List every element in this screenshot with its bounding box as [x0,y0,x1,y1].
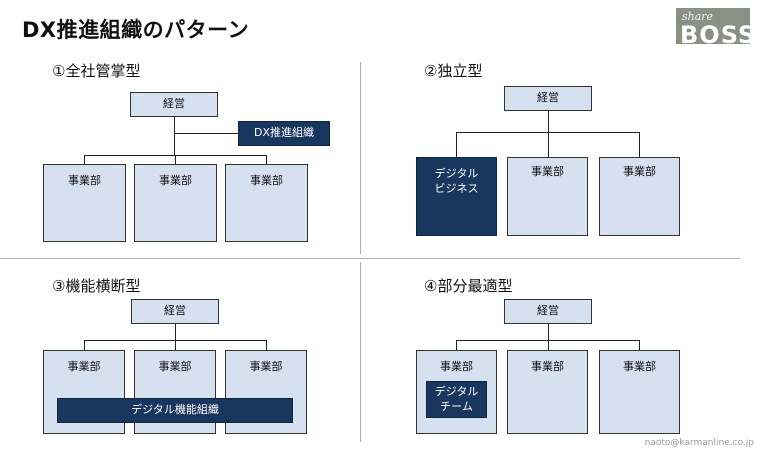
q3-drop-1 [84,340,85,350]
q4-drop-2 [548,340,549,350]
q3-drop-2 [175,340,176,350]
q2-management-box: 経営 [504,86,592,111]
footer-email: naoto@karmanline.co.jp [644,438,754,448]
q1-side-connector [174,133,238,134]
q1-division-box: 事業部 [134,164,217,242]
q4-drop-3 [639,340,640,350]
logo-small-text: share [682,10,714,23]
page-title: DX推進組織のパターン [22,18,250,42]
logo-large-text: BOSS [680,21,750,44]
q3-title: ③機能横断型 [52,277,141,295]
q1-drop-2 [175,155,176,164]
q1-division-box: 事業部 [225,164,308,242]
q1-drop-3 [266,155,267,164]
separator-vertical-top [360,62,361,254]
q1-division-box: 事業部 [43,164,126,242]
q4-division-box: 事業部 [507,350,588,434]
q1-drop-1 [84,155,85,164]
q1-management-box: 経営 [130,92,218,117]
q2-division-box: 事業部 [599,157,680,236]
q2-title: ②独立型 [424,62,483,80]
separator-vertical-bottom [360,262,361,442]
q2-drop-3 [639,132,640,157]
separator-horizontal [0,258,740,259]
q4-drop-1 [456,340,457,350]
q1-title: ①全社管掌型 [52,62,141,80]
q2-drop-2 [548,132,549,157]
q2-drop-1 [456,132,457,157]
q4-division-box: 事業部 [599,350,680,434]
q3-digital-function-band: デジタル機能組織 [57,398,293,423]
q1-dx-promotion-box: DX推進組織 [238,121,330,146]
q3-trunk-line [175,324,176,340]
q3-management-box: 経営 [131,299,219,324]
share-boss-logo: share BOSS [676,8,750,44]
q4-digital-team-box: デジタル チーム [426,381,487,418]
q4-management-box: 経営 [504,299,592,324]
q1-trunk-line [174,117,175,155]
q2-digital-business-box: デジタル ビジネス [416,157,497,236]
q4-trunk-line [548,324,549,340]
q4-title: ④部分最適型 [424,277,513,295]
q2-trunk-line [548,111,549,132]
q3-drop-3 [266,340,267,350]
q2-division-box: 事業部 [507,157,588,236]
